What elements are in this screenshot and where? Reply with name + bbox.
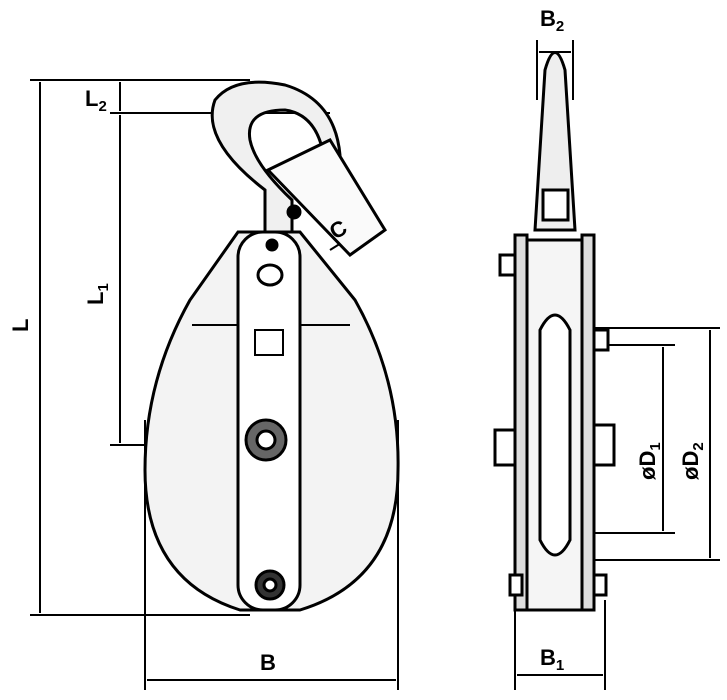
side-view: [493, 51, 616, 612]
label-d1: øD1: [635, 442, 664, 480]
label-l2: L2: [85, 86, 107, 115]
label-l1: L1: [83, 283, 112, 305]
label-b1: B1: [540, 645, 564, 674]
front-view: [143, 80, 400, 612]
label-d2: øD2: [678, 442, 707, 480]
label-b2: B2: [540, 6, 564, 35]
label-b: B: [260, 650, 276, 675]
label-l: L: [8, 319, 33, 332]
